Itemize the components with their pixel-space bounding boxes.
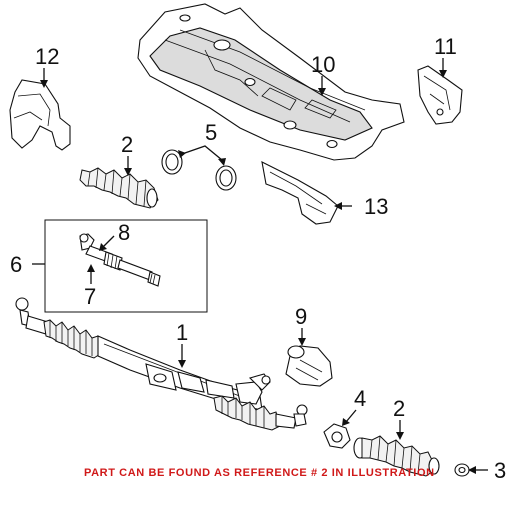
boot-part-9	[285, 345, 333, 387]
callout-6: 6	[10, 252, 22, 277]
callout-5: 5	[205, 120, 217, 145]
callout-12: 12	[35, 44, 59, 69]
callout-8: 8	[118, 220, 130, 245]
clip-part-3	[454, 463, 470, 477]
callout-3: 3	[494, 458, 506, 483]
heat-shield-part-12	[9, 79, 71, 151]
callout-2-lower: 2	[393, 396, 405, 421]
leader-lines	[32, 58, 488, 474]
seal-ring-part-5	[161, 149, 237, 191]
callout-7: 7	[84, 284, 96, 309]
crossmember-part-10	[137, 3, 405, 161]
shield-part-13	[261, 161, 339, 225]
tie-rod-part-7	[79, 233, 161, 287]
callout-10: 10	[311, 52, 335, 77]
callout-9: 9	[295, 304, 307, 329]
callout-4: 4	[354, 386, 366, 411]
steering-rack-part-1	[15, 297, 308, 431]
callout-13: 13	[364, 194, 388, 219]
callout-11: 11	[434, 34, 457, 59]
footer-note: PART CAN BE FOUND AS REFERENCE # 2 IN IL…	[84, 467, 435, 479]
bracket-part-11	[417, 65, 463, 125]
clamp-part-4	[323, 423, 351, 449]
callout-1: 1	[176, 320, 188, 345]
callout-labels: 12 10 11 2 5 13 8 6 7 9 1 4 2 3	[10, 34, 506, 483]
bellows-boot-upper-part-2	[79, 167, 159, 209]
group-6-box	[44, 219, 208, 313]
callout-2-upper: 2	[121, 132, 133, 157]
bellows-boot-lower-part-2	[353, 435, 440, 477]
